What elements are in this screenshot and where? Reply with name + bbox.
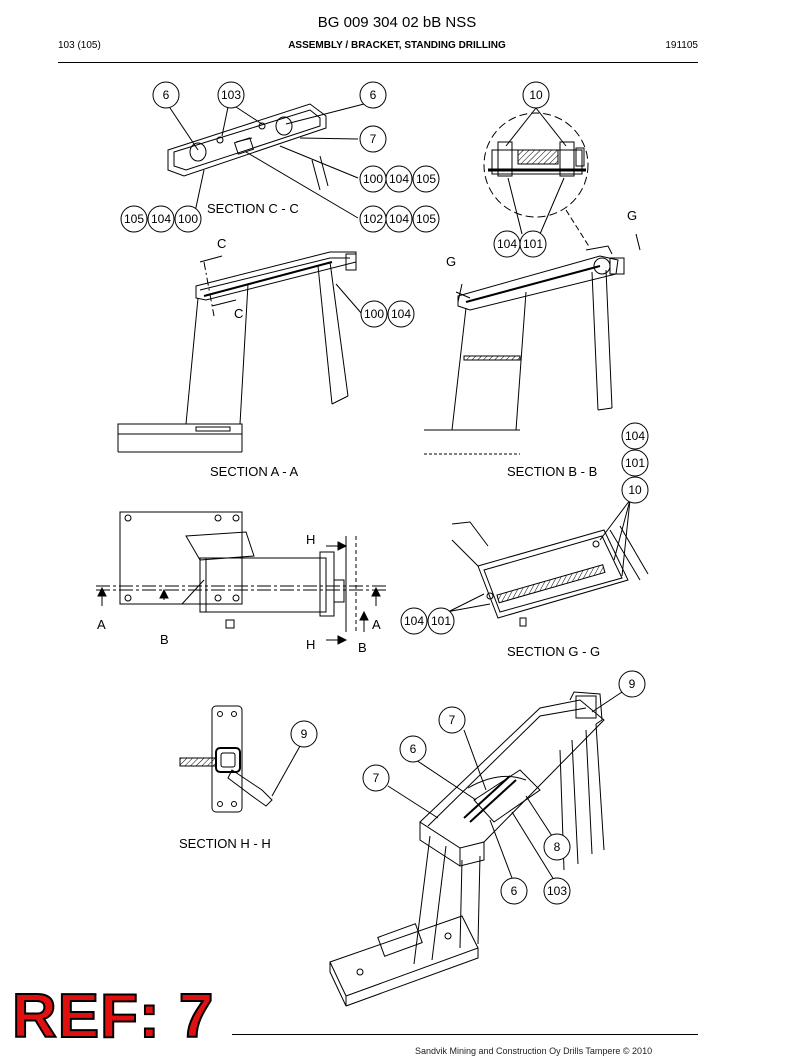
callout-balloon bbox=[621, 476, 649, 504]
marker-g: G bbox=[627, 208, 637, 223]
callout-number: 10 bbox=[529, 88, 543, 102]
callout-balloon bbox=[359, 125, 387, 153]
section-hh-view bbox=[179, 705, 301, 813]
section-cc-view bbox=[167, 103, 329, 191]
callout-balloon bbox=[385, 205, 413, 233]
ref-badge: REF: 7 bbox=[11, 982, 215, 1051]
callout-balloon bbox=[360, 300, 388, 328]
callout-balloon bbox=[217, 81, 245, 109]
callout-number: 8 bbox=[554, 840, 561, 854]
callout-number: 104 bbox=[391, 307, 411, 321]
callout-number: 104 bbox=[151, 212, 171, 226]
section-gg-view bbox=[439, 499, 649, 627]
marker-h: H bbox=[306, 532, 315, 547]
section-gg-label: SECTION G - G bbox=[507, 644, 600, 659]
callout-number: 7 bbox=[449, 713, 456, 727]
callout-balloon bbox=[412, 205, 440, 233]
callout-number: 6 bbox=[410, 742, 417, 756]
marker-c: C bbox=[234, 306, 243, 321]
callout-balloon bbox=[522, 81, 550, 109]
marker-b: B bbox=[160, 632, 169, 647]
callout-number: 102 bbox=[363, 212, 383, 226]
callout-number: 104 bbox=[404, 614, 424, 628]
callout-balloon bbox=[387, 300, 415, 328]
callout-balloon bbox=[621, 449, 649, 477]
callout-number: 105 bbox=[416, 212, 436, 226]
callout-balloon bbox=[385, 165, 413, 193]
isometric-view bbox=[329, 691, 623, 1007]
leaders-cc bbox=[169, 103, 365, 219]
detail-view bbox=[483, 107, 591, 249]
drawing-title: ASSEMBLY / BRACKET, STANDING DRILLING bbox=[288, 40, 506, 51]
callout-number: 100 bbox=[178, 212, 198, 226]
callout-balloon bbox=[412, 165, 440, 193]
callout-balloon bbox=[400, 607, 428, 635]
callout-number: 103 bbox=[221, 88, 241, 102]
callout-number: 105 bbox=[124, 212, 144, 226]
footer-copyright: Sandvik Mining and Construction Oy Drill… bbox=[415, 1046, 653, 1056]
callout-number: 100 bbox=[363, 172, 383, 186]
marker-a: A bbox=[372, 617, 381, 632]
callout-number: 105 bbox=[416, 172, 436, 186]
section-aa-view bbox=[117, 251, 363, 453]
callout-balloon bbox=[362, 764, 390, 792]
callout-number: 7 bbox=[370, 132, 377, 146]
callout-balloon bbox=[543, 877, 571, 905]
callout-balloon bbox=[399, 735, 427, 763]
callout-number: 104 bbox=[625, 429, 645, 443]
callout-number: 6 bbox=[370, 88, 377, 102]
callout-balloon bbox=[618, 670, 646, 698]
callout-balloon bbox=[147, 205, 175, 233]
callout-balloon bbox=[621, 422, 649, 450]
marker-h: H bbox=[306, 637, 315, 652]
callout-number: 104 bbox=[389, 212, 409, 226]
callout-balloon bbox=[290, 720, 318, 748]
section-bb-view bbox=[424, 233, 641, 455]
callout-number: 101 bbox=[431, 614, 451, 628]
callout-number: 6 bbox=[511, 884, 518, 898]
plan-view bbox=[96, 511, 386, 645]
callout-number: 10 bbox=[628, 483, 642, 497]
marker-b: B bbox=[358, 640, 367, 655]
section-cc-label: SECTION C - C bbox=[207, 201, 299, 216]
drawing-code: 191105 bbox=[665, 40, 698, 51]
section-bb-label: SECTION B - B bbox=[507, 464, 597, 479]
callout-balloon bbox=[543, 833, 571, 861]
callout-balloon bbox=[519, 230, 547, 258]
callout-number: 103 bbox=[547, 884, 567, 898]
callout-balloon bbox=[500, 877, 528, 905]
callout-number: 101 bbox=[625, 456, 645, 470]
document-number: BG 009 304 02 bB NSS bbox=[317, 14, 477, 31]
callout-number: 101 bbox=[523, 237, 543, 251]
section-hh-label: SECTION H - H bbox=[179, 836, 271, 851]
section-aa-label: SECTION A - A bbox=[210, 464, 298, 479]
footer-rule bbox=[232, 1034, 698, 1035]
callout-number: 104 bbox=[497, 237, 517, 251]
callout-balloon bbox=[438, 706, 466, 734]
page-number: 103 (105) bbox=[58, 40, 101, 51]
callout-number: 9 bbox=[301, 727, 308, 741]
callout-balloon bbox=[120, 205, 148, 233]
callout-balloon bbox=[427, 607, 455, 635]
marker-a: A bbox=[97, 617, 106, 632]
callout-number: 104 bbox=[389, 172, 409, 186]
callout-number: 7 bbox=[373, 771, 380, 785]
callout-number: 6 bbox=[163, 88, 170, 102]
callout-balloon bbox=[359, 81, 387, 109]
header-rule bbox=[58, 62, 698, 63]
marker-g: G bbox=[446, 254, 456, 269]
callout-number: 100 bbox=[364, 307, 384, 321]
callout-number: 9 bbox=[629, 677, 636, 691]
callout-balloon bbox=[152, 81, 180, 109]
marker-c: C bbox=[217, 236, 226, 251]
callout-balloon bbox=[174, 205, 202, 233]
